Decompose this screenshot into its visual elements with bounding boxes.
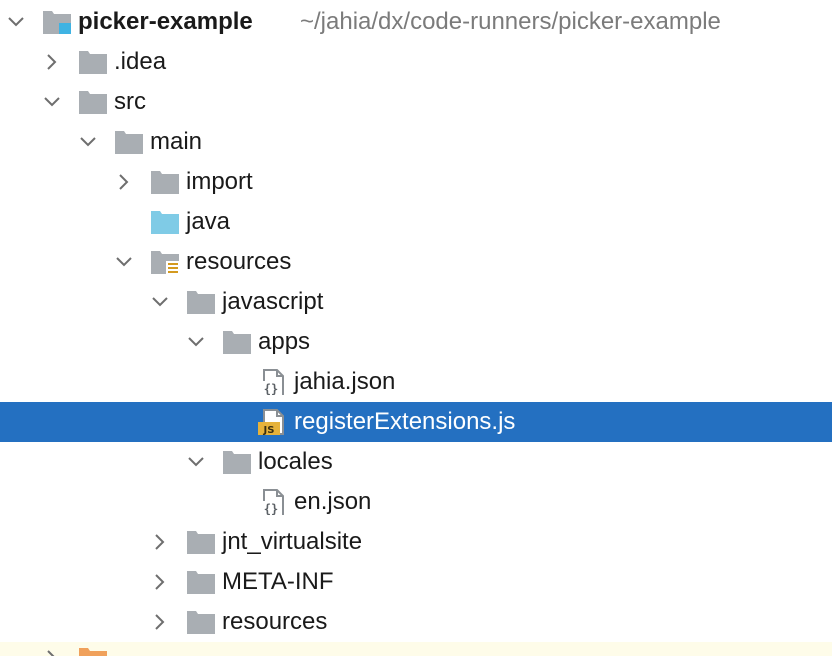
chevron-down-icon[interactable] xyxy=(184,450,208,474)
js-file-icon: JS xyxy=(258,409,288,435)
folder-icon xyxy=(222,329,252,355)
tree-item-label: javascript xyxy=(222,288,324,315)
tree-row-apps[interactable]: apps xyxy=(0,322,832,362)
chevron-right-icon[interactable] xyxy=(40,50,64,74)
chevron-right-icon[interactable] xyxy=(112,170,136,194)
tree-row-idea[interactable]: .idea xyxy=(0,42,832,82)
excluded-folder-icon xyxy=(78,646,108,656)
chevron-down-icon[interactable] xyxy=(112,250,136,274)
tree-item-label: apps xyxy=(258,328,311,355)
folder-icon xyxy=(78,49,108,75)
chevron-right-icon[interactable] xyxy=(148,610,172,634)
tree-row-register-extensions[interactable]: JS registerExtensions.js xyxy=(0,402,832,442)
tree-item-label: registerExtensions.js xyxy=(294,408,516,435)
tree-row-src[interactable]: src xyxy=(0,82,832,122)
tree-row-en-json[interactable]: {} en.json xyxy=(0,482,832,522)
folder-icon xyxy=(186,609,216,635)
folder-icon xyxy=(78,89,108,115)
chevron-down-icon[interactable] xyxy=(76,130,100,154)
folder-icon xyxy=(222,449,252,475)
source-folder-icon xyxy=(150,209,180,235)
folder-icon xyxy=(186,569,216,595)
chevron-right-icon[interactable] xyxy=(148,530,172,554)
chevron-right-icon[interactable] xyxy=(40,646,64,656)
root-path: ~/jahia/dx/code-runners/picker-example xyxy=(300,8,721,35)
tree-item-label: resources xyxy=(222,608,328,635)
chevron-down-icon[interactable] xyxy=(40,90,64,114)
tree-row-resources-2[interactable]: resources xyxy=(0,602,832,642)
tree-item-label: jahia.json xyxy=(294,368,396,395)
tree-row-jnt-virtualsite[interactable]: jnt_virtualsite xyxy=(0,522,832,562)
tree-row-resources[interactable]: resources xyxy=(0,242,832,282)
tree-item-label: en.json xyxy=(294,488,372,515)
tree-row-javascript[interactable]: javascript xyxy=(0,282,832,322)
chevron-down-icon[interactable] xyxy=(184,330,208,354)
chevron-down-icon[interactable] xyxy=(148,290,172,314)
module-folder-icon xyxy=(42,9,72,35)
tree-row-java[interactable]: java xyxy=(0,202,832,242)
tree-item-label: jnt_virtualsite xyxy=(222,528,363,555)
svg-text:JS: JS xyxy=(263,425,275,435)
tree-item-label: import xyxy=(186,168,253,195)
tree-row-import[interactable]: import xyxy=(0,162,832,202)
tree-row-root[interactable]: picker-example ~/jahia/dx/code-runners/p… xyxy=(0,2,832,42)
tree-item-label: java xyxy=(186,208,231,235)
tree-row-jahia-json[interactable]: {} jahia.json xyxy=(0,362,832,402)
tree-row-main[interactable]: main xyxy=(0,122,832,162)
folder-icon xyxy=(186,529,216,555)
svg-text:{}: {} xyxy=(264,382,278,395)
folder-icon xyxy=(186,289,216,315)
chevron-down-icon[interactable] xyxy=(4,10,28,34)
json-file-icon: {} xyxy=(258,369,288,395)
folder-icon xyxy=(150,169,180,195)
tree-item-label: src xyxy=(114,88,146,115)
tree-item-label: META-INF xyxy=(222,568,334,595)
tree-row-partial[interactable] xyxy=(0,642,832,656)
tree-item-label: resources xyxy=(186,248,292,275)
tree-item-label: locales xyxy=(258,448,333,475)
svg-text:{}: {} xyxy=(264,502,278,515)
tree-row-locales[interactable]: locales xyxy=(0,442,832,482)
tree-item-label: .idea xyxy=(114,48,167,75)
tree-item-label: main xyxy=(150,128,203,155)
json-file-icon: {} xyxy=(258,489,288,515)
chevron-right-icon[interactable] xyxy=(148,570,172,594)
tree-row-meta-inf[interactable]: META-INF xyxy=(0,562,832,602)
resources-folder-icon xyxy=(150,249,180,275)
root-name: picker-example xyxy=(78,8,253,35)
folder-icon xyxy=(114,129,144,155)
